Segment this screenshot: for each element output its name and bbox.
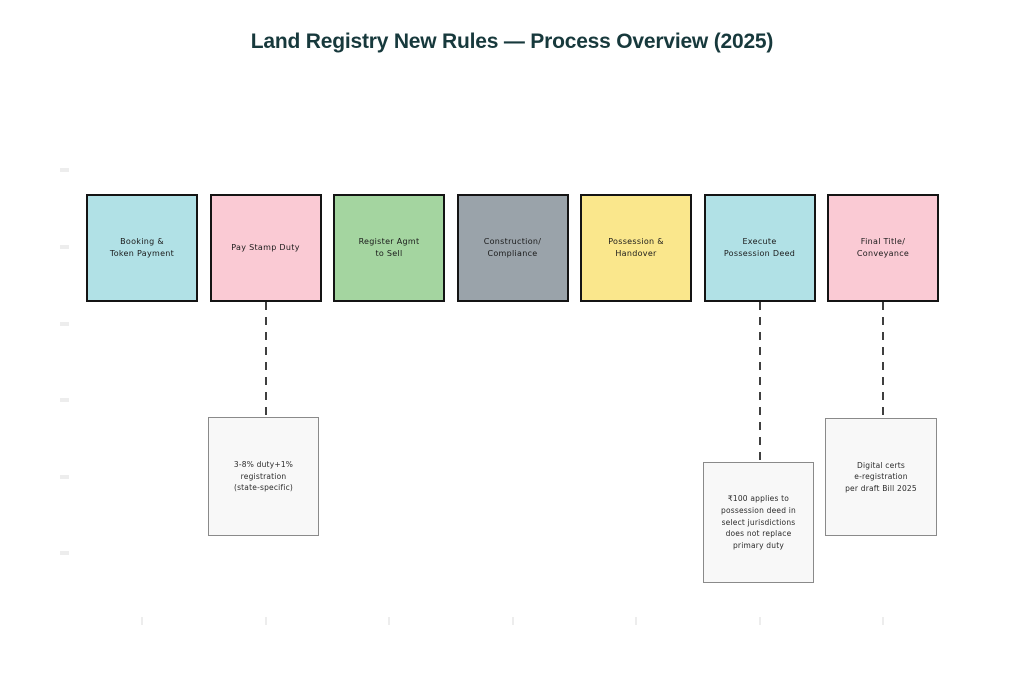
faint-axis-tick [60,551,69,555]
step-label: Construction/ Compliance [483,237,542,258]
step-label: Execute Possession Deed [723,237,796,258]
note-possession-deed: ₹100 applies to possession deed in selec… [703,462,814,583]
step-box-booking-token-payment: Booking & Token Payment [86,194,198,302]
faint-axis-tick [60,168,69,172]
note-text: ₹100 applies to possession deed in selec… [721,494,796,550]
faint-axis-tick [60,475,69,479]
faint-axis-tick [60,245,69,249]
step-label: Booking & Token Payment [109,237,175,258]
faint-axis-tick [511,617,514,625]
step-box-execute-possession-deed: Execute Possession Deed [703,194,816,302]
step-label: Possession & Handover [608,237,664,258]
dashed-connector-final-title [882,302,884,418]
step-box-pay-stamp-duty: Pay Stamp Duty [209,194,322,302]
note-stamp-duty: 3-8% duty+1% registration (state-specifi… [208,417,319,536]
faint-axis-tick [141,617,143,625]
faint-axis-tick [882,617,884,625]
faint-axis-tick [264,617,267,625]
faint-axis-tick [758,617,761,625]
step-label: Register Agmt to Sell [358,237,420,258]
note-digital-certs: Digital certs e-registration per draft B… [825,418,937,536]
page-title: Land Registry New Rules — Process Overvi… [250,30,774,53]
faint-axis-tick [635,617,637,625]
faint-axis-tick [388,617,390,625]
step-box-final-title-conveyance: Final Title/ Conveyance [827,194,939,302]
step-box-possession-handover: Possession & Handover [580,194,692,302]
faint-axis-tick [60,398,69,402]
step-box-register-agmt-to-sell: Register Agmt to Sell [333,194,445,302]
note-text: Digital certs e-registration per draft B… [845,460,917,493]
dashed-connector-possession-deed [758,302,761,462]
note-text: 3-8% duty+1% registration (state-specifi… [233,460,294,493]
dashed-connector-stamp-duty [264,302,267,417]
process-steps-row: Booking & Token Payment Pay Stamp Duty R… [86,194,939,302]
step-label: Final Title/ Conveyance [856,237,910,258]
step-label: Pay Stamp Duty [231,243,300,252]
step-box-construction-compliance: Construction/ Compliance [456,194,569,302]
faint-axis-tick [60,322,69,326]
